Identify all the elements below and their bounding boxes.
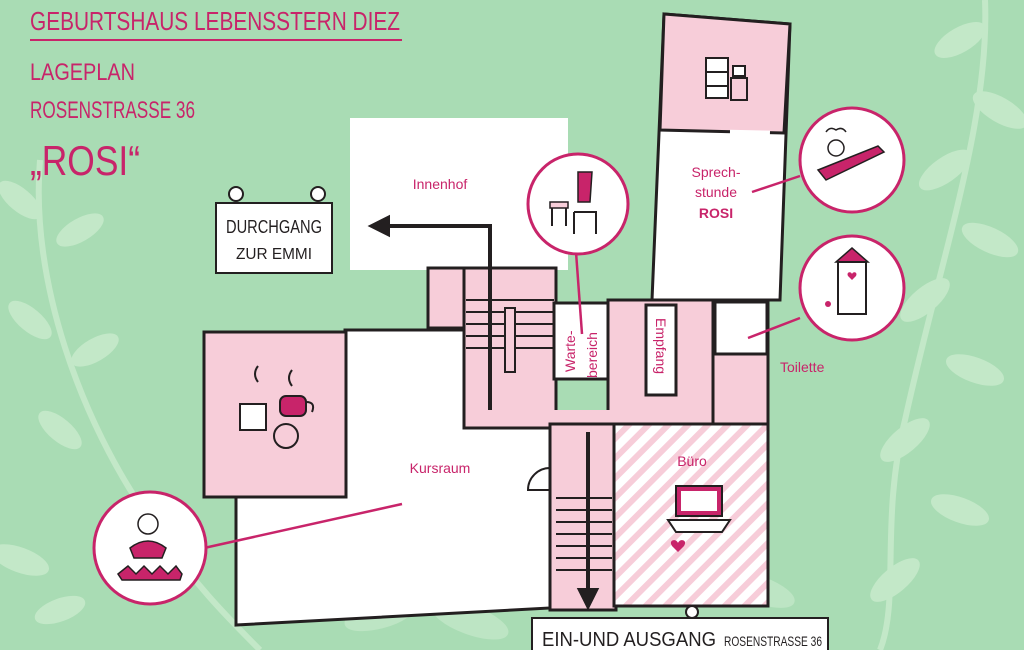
central-stairs-area xyxy=(426,266,558,430)
callout-lines xyxy=(203,174,801,550)
header: Geburtshaus Lebensstern Diez Lageplan Ro… xyxy=(30,6,402,184)
durchgang-arrow xyxy=(367,214,492,410)
kursraum-door-arc xyxy=(526,467,551,491)
entrance-stair-lines xyxy=(556,497,612,571)
svg-text:Warte-: Warte- xyxy=(562,330,578,372)
durchgang-sign: DURCHGANG ZUR EMMI xyxy=(215,186,333,274)
outhouse-icon xyxy=(798,234,906,342)
kursraum-label: Kursraum xyxy=(410,460,471,476)
toilette-label: Toilette xyxy=(780,359,825,375)
buero-label: Büro xyxy=(677,453,707,469)
entrance-text-street: ROSENSTRASSE 36 xyxy=(724,633,822,649)
room-wartebereich xyxy=(552,301,612,381)
durchgang-text-2: ZUR EMMI xyxy=(236,246,312,263)
sprechstunde-label-2: stunde xyxy=(695,184,737,200)
chairs-icon xyxy=(526,152,630,256)
innenhof-label: Innenhof xyxy=(413,176,468,192)
room-toilette xyxy=(713,300,769,356)
shelf-icon xyxy=(705,57,748,101)
reclining-woman-icon xyxy=(798,106,906,214)
entrance-stairs xyxy=(548,422,618,612)
wartebereich-label: Warte- bereich xyxy=(562,330,600,378)
entrance-text-main: EIN-UND AUSGANG xyxy=(542,629,716,650)
map-address: Rosenstrasse 36 xyxy=(30,97,195,124)
durchgang-text-1: DURCHGANG xyxy=(226,217,322,237)
map-title: Geburtshaus Lebensstern Diez xyxy=(30,6,400,36)
entrance-sign: EIN-UND AUSGANG ROSENSTRASSE 36 xyxy=(531,605,829,650)
entrance-arrow xyxy=(576,432,600,611)
room-cafe xyxy=(202,330,348,499)
room-sprechstunde-tower xyxy=(650,12,792,302)
map-nickname: „ROSI“ xyxy=(30,137,140,184)
meditating-woman-icon xyxy=(92,490,208,606)
empfang-desk xyxy=(644,303,678,397)
svg-text:bereich: bereich xyxy=(584,332,600,378)
sprechstunde-label-bold: ROSI xyxy=(699,205,733,221)
coffee-cups-icon xyxy=(239,365,315,449)
map-subtitle: Lageplan xyxy=(30,59,135,86)
empfang-label: Empfang xyxy=(653,318,669,374)
laptop-icon xyxy=(666,485,732,552)
sprechstunde-label-1: Sprech- xyxy=(691,164,740,180)
